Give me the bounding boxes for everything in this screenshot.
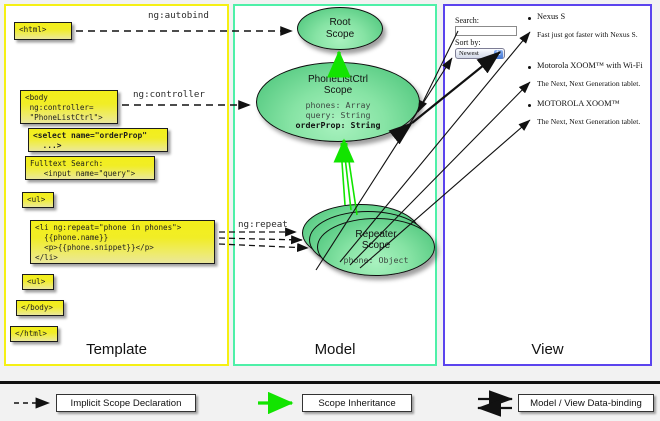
legend-glyph-databinding	[476, 390, 514, 417]
scope-repeater-title-2: Scope	[361, 240, 391, 252]
view-sort-select[interactable]: Newest ⇅	[455, 48, 505, 59]
view-search-label: Search:	[455, 16, 479, 25]
view-phone-name-0[interactable]: Nexus S	[537, 12, 566, 21]
chevron-updown-icon: ⇅	[494, 50, 503, 59]
view-phone-snippet-0: Fast just got faster with Nexus S.	[537, 30, 638, 39]
view-search-input[interactable]	[455, 26, 517, 36]
view-phone-bullet-2	[528, 104, 531, 107]
column-label-model: Model	[314, 341, 356, 358]
scope-repeater: Repeater Scope phone: Object	[317, 218, 435, 276]
template-box-select: <select name="orderProp" ...>	[28, 128, 168, 152]
scope-phonelistctrl-members: phones: Array query: String orderProp: S…	[296, 100, 381, 130]
legend-implicit-scope-declaration: Implicit Scope Declaration	[56, 394, 196, 412]
scope-root-title-2: Scope	[325, 28, 355, 40]
legend-model-view-data-binding: Model / View Data-binding	[518, 394, 654, 412]
view-phone-name-1[interactable]: Motorola XOOM™ with Wi-Fi	[537, 61, 643, 70]
template-box-body-open: <body ng:controller= "PhoneListCtrl">	[20, 90, 118, 124]
template-box-html-close: </html>	[10, 326, 58, 342]
view-phone-snippet-2: The Next, Next Generation tablet.	[537, 117, 641, 126]
label-ng-repeat: ng:repeat	[238, 219, 288, 230]
view-phone-name-2[interactable]: MOTOROLA XOOM™	[537, 99, 620, 108]
template-box-body-close: </body>	[16, 300, 64, 316]
template-box-fulltext-search: Fulltext Search: <input name="query">	[25, 156, 155, 180]
scope-repeater-members: phone: Object	[344, 255, 409, 265]
template-box-ul-open: <ul>	[22, 192, 54, 208]
scope-repeater-title-1: Repeater	[355, 229, 397, 241]
scope-root: Root Scope	[297, 7, 383, 50]
template-box-li-repeat: <li ng:repeat="phone in phones"> {{phone…	[30, 220, 215, 264]
scope-phonelistctrl-title-2: Scope	[323, 85, 353, 97]
column-label-template: Template	[86, 341, 147, 358]
label-ng-autobind: ng:autobind	[148, 10, 209, 21]
column-label-view: View	[531, 341, 564, 358]
view-phone-snippet-1: The Next, Next Generation tablet.	[537, 79, 641, 88]
scope-phonelistctrl-title-1: PhoneListCtrl	[307, 73, 369, 85]
view-sort-selected-value: Newest	[459, 50, 479, 57]
template-box-html-open: <html>	[14, 22, 72, 40]
view-sort-label: Sort by:	[455, 38, 481, 47]
view-phone-bullet-1	[528, 66, 531, 69]
column-model: Model	[233, 4, 437, 366]
member-query: query: String	[305, 109, 371, 120]
member-phones: phones: Array	[305, 99, 371, 110]
legend-scope-inheritance: Scope Inheritance	[302, 394, 412, 412]
legend-divider	[0, 381, 660, 384]
label-ng-controller: ng:controller	[133, 89, 205, 100]
scope-phonelistctrl: PhoneListCtrl Scope phones: Array query:…	[256, 62, 420, 142]
member-orderprop: orderProp: String	[295, 119, 381, 130]
template-box-ul-close: <ul>	[22, 274, 54, 290]
scope-root-title-1: Root	[329, 17, 351, 29]
member-phone: phone: Object	[343, 254, 409, 265]
view-phone-bullet-0	[528, 17, 531, 20]
